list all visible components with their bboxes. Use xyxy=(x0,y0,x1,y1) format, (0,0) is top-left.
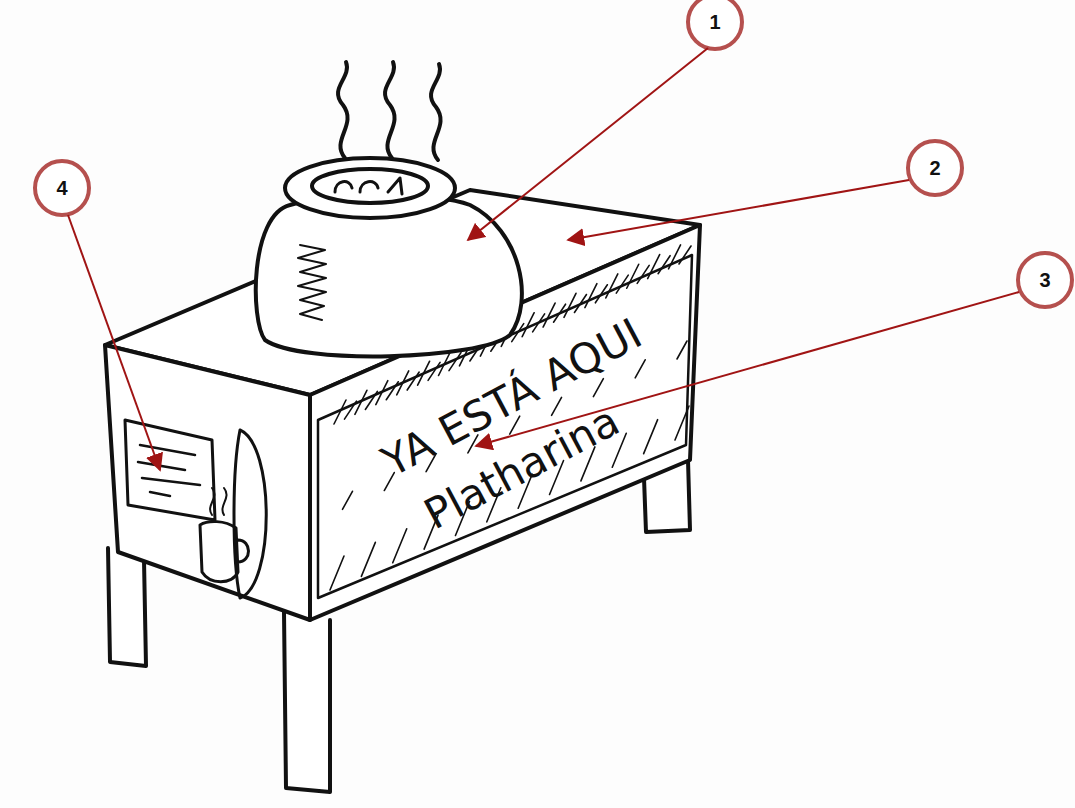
hatch-stroke xyxy=(449,353,461,371)
table-leg xyxy=(284,612,330,792)
pot-contents xyxy=(335,178,402,194)
table-side xyxy=(105,345,310,620)
callout-circle xyxy=(35,161,89,215)
hatch-stroke xyxy=(552,397,562,415)
hatch-stroke xyxy=(533,314,545,332)
hatch-stroke xyxy=(397,371,409,395)
pot-opening xyxy=(312,169,428,203)
hatch-stroke xyxy=(554,304,566,322)
hatch-stroke xyxy=(361,542,375,576)
hatch-stroke xyxy=(669,245,681,269)
side-picture xyxy=(125,420,215,520)
hatch-stroke xyxy=(334,400,346,424)
callout-number: 2 xyxy=(929,158,940,178)
hatch-stroke xyxy=(606,274,618,298)
hatch-stroke xyxy=(658,256,670,274)
hatch-stroke xyxy=(407,372,419,390)
pot-body xyxy=(256,196,522,357)
hatch-stroke xyxy=(386,382,398,400)
hatch-stroke xyxy=(342,491,352,509)
leader-arrow xyxy=(68,215,160,470)
hatch-stroke xyxy=(330,556,344,590)
steam xyxy=(385,62,395,158)
hatch-stroke xyxy=(522,313,534,337)
steam xyxy=(338,62,348,158)
hatch-stroke xyxy=(376,381,388,405)
hatch-stroke xyxy=(344,401,356,419)
hatch-stroke xyxy=(355,390,367,414)
hatch-stroke xyxy=(595,285,607,303)
pot-rim xyxy=(285,158,455,218)
callout-circle xyxy=(908,141,962,195)
hatch-stroke xyxy=(679,246,691,264)
hatch-stroke xyxy=(627,264,639,288)
callout-number: 1 xyxy=(709,12,720,32)
hatch-stroke xyxy=(428,362,440,380)
callout-circle xyxy=(1018,253,1072,307)
hatch-stroke xyxy=(574,294,586,312)
steam xyxy=(431,64,441,160)
hatch-stroke xyxy=(564,293,576,317)
hatch-stroke xyxy=(677,341,687,359)
leader-arrow xyxy=(568,180,909,240)
hatch-stroke xyxy=(675,406,689,440)
hatch-stroke xyxy=(637,265,649,283)
hatch-stroke xyxy=(365,391,377,409)
hatch-stroke xyxy=(593,379,603,397)
hatch-stroke xyxy=(585,284,597,308)
mug xyxy=(200,522,249,582)
hatch-stroke xyxy=(393,529,407,563)
callout-circle xyxy=(688,0,742,49)
hatch-stroke xyxy=(439,352,451,376)
picture-lines xyxy=(138,445,200,496)
hatch-stroke xyxy=(616,275,628,293)
hatch-stroke xyxy=(644,420,658,454)
pot-decoration xyxy=(298,245,326,320)
leader-arrow xyxy=(468,48,708,240)
hatch-stroke xyxy=(543,303,555,327)
hatch-stroke xyxy=(635,360,645,378)
hatch-stroke xyxy=(648,255,660,279)
callout-number: 4 xyxy=(56,178,67,198)
callout-number: 3 xyxy=(1039,270,1050,290)
mug-steam xyxy=(210,488,226,515)
hatch-stroke xyxy=(418,361,430,385)
table-leg xyxy=(108,548,146,666)
